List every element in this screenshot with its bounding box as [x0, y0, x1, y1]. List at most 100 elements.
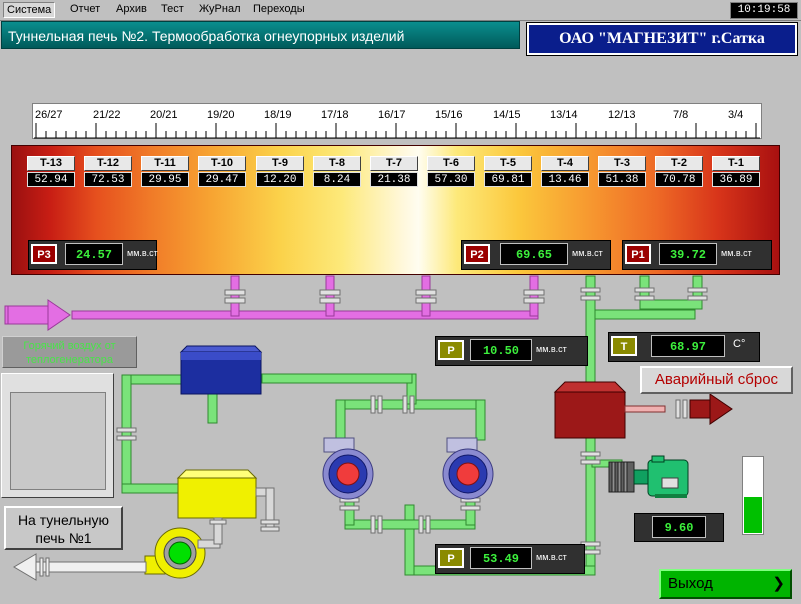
- pressure-value: 69.65: [500, 243, 568, 265]
- pressure-p-mid[interactable]: P 10.50 мм.в.ст: [438, 339, 584, 361]
- company-banner: ОАО "МАГНЕЗИТ" г.Сатка: [527, 23, 797, 55]
- thermocouple-value: 29.47: [198, 172, 246, 187]
- exit-button[interactable]: Выход ❯: [659, 569, 792, 599]
- pressure-p2[interactable]: P2 69.65 мм.в.ст: [464, 243, 607, 265]
- thermocouple-name: T-12: [84, 156, 132, 171]
- ruler-label: 14/15: [493, 109, 521, 121]
- thermocouple-name: T-2: [655, 156, 703, 171]
- thermocouple-name: T-8: [313, 156, 361, 171]
- thermocouple-value: 52.94: [27, 172, 75, 187]
- pressure-p3[interactable]: P3 24.57 мм.в.ст: [31, 243, 158, 265]
- thermocouple-value: 29.95: [141, 172, 189, 187]
- menu-item-transitions[interactable]: Переходы: [253, 3, 305, 15]
- temperature-unit: C°: [733, 338, 746, 350]
- hot-air-arrow: [4, 299, 71, 331]
- pump-left: [322, 437, 374, 500]
- pump-right: [442, 437, 494, 500]
- thermocouple-name: T-10: [198, 156, 246, 171]
- ruler-label: 7/8: [673, 109, 689, 121]
- pressure-unit: мм.в.ст: [536, 344, 567, 354]
- thermocouple-name: T-9: [256, 156, 304, 171]
- yellow-pump: [144, 517, 227, 579]
- ruler-ticks: [34, 123, 760, 139]
- blue-tank: [179, 345, 263, 395]
- ruler-label: 17/18: [321, 109, 349, 121]
- trend-panel[interactable]: [1, 373, 114, 498]
- thermocouple-name: T-7: [370, 156, 418, 171]
- discharge-box: [553, 381, 733, 439]
- pipe-flanges: [116, 287, 708, 555]
- thermocouple-name: T-6: [427, 156, 475, 171]
- ruler-label: 13/14: [550, 109, 578, 121]
- trend-plot: [10, 392, 106, 490]
- ruler-label: 16/17: [378, 109, 406, 121]
- ruler-label: 21/22: [93, 109, 121, 121]
- thermocouple-value: 12.20: [256, 172, 304, 187]
- ruler-label: 15/16: [435, 109, 463, 121]
- thermocouple-name: T-3: [598, 156, 646, 171]
- pressure-value: 10.50: [470, 339, 532, 361]
- thermocouple-value: 57.30: [427, 172, 475, 187]
- level-fill: [744, 497, 762, 533]
- temperature-readout[interactable]: T 68.97 C°: [611, 335, 756, 357]
- thermocouple-name: T-13: [27, 156, 75, 171]
- thermocouple-name: T-11: [141, 156, 189, 171]
- to-tunnel-arrow: [13, 553, 147, 581]
- thermocouple-value: 72.53: [84, 172, 132, 187]
- temperature-tag: T: [611, 336, 637, 356]
- thermocouple-value: 21.38: [370, 172, 418, 187]
- ruler-label: 12/13: [608, 109, 636, 121]
- pressure-p1[interactable]: P1 39.72 мм.в.ст: [625, 243, 768, 265]
- yellow-heater: [176, 469, 280, 532]
- level-gauge: [742, 456, 764, 535]
- thermocouple-value: 36.89: [712, 172, 760, 187]
- page-title: Туннельная печь №2. Термообработка огнеу…: [1, 21, 520, 49]
- pressure-value: 39.72: [659, 243, 717, 265]
- emergency-discharge-button[interactable]: Аварийный сброс: [640, 366, 793, 394]
- menu-item-system[interactable]: Система: [3, 2, 56, 18]
- pressure-unit: мм.в.ст: [572, 248, 603, 258]
- thermocouple-value: 69.81: [484, 172, 532, 187]
- thermocouple-value: 51.38: [598, 172, 646, 187]
- pressure-tag: P2: [464, 244, 490, 264]
- thermocouple-name: T-4: [541, 156, 589, 171]
- clock: 10:19:58: [730, 2, 798, 19]
- pressure-p-low[interactable]: P 53.49 мм.в.ст: [438, 547, 581, 569]
- pressure-tag: P3: [31, 244, 57, 264]
- fan-value: 9.60: [652, 516, 706, 538]
- to-tunnel-1-button[interactable]: На тунельную печь №1: [4, 506, 123, 550]
- hot-air-label: Горячий воздух от теплогенератора: [2, 336, 137, 368]
- pressure-tag: P: [438, 548, 464, 568]
- menu-item-archive[interactable]: Архив: [116, 3, 147, 15]
- menu-bar: Система Отчет Архив Тест ЖуРнал Переходы…: [0, 0, 801, 21]
- ruler-label: 18/19: [264, 109, 292, 121]
- temperature-value: 68.97: [651, 335, 725, 357]
- pressure-tag: P: [438, 340, 464, 360]
- hot-air-pipe: [71, 275, 545, 320]
- exit-label: Выход: [668, 575, 713, 592]
- menu-item-report[interactable]: Отчет: [70, 3, 101, 15]
- ruler-label: 19/20: [207, 109, 235, 121]
- pressure-value: 24.57: [65, 243, 123, 265]
- menu-item-journal[interactable]: ЖуРнал: [199, 3, 241, 15]
- ruler-label: 26/27: [35, 109, 63, 121]
- thermocouple-name: T-5: [484, 156, 532, 171]
- menu-item-test[interactable]: Тест: [161, 3, 184, 15]
- pressure-value: 53.49: [470, 547, 532, 569]
- thermocouple-value: 70.78: [655, 172, 703, 187]
- thermocouple-value: 13.46: [541, 172, 589, 187]
